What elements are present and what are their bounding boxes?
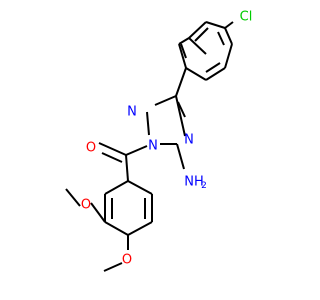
nitrogen-label: N	[127, 105, 137, 120]
bond	[224, 43, 233, 69]
bond	[194, 27, 209, 42]
bond	[101, 152, 123, 163]
bond	[205, 67, 226, 81]
amine-label: NH	[184, 175, 204, 190]
bond	[178, 37, 190, 45]
chlorine-label: Cl	[240, 10, 253, 25]
bond	[205, 62, 221, 73]
bond	[177, 101, 186, 118]
bond	[176, 143, 185, 170]
atom-label-layer: Cl N N N NH 2 O O O	[81, 10, 252, 268]
bond	[103, 262, 123, 272]
bond	[65, 188, 81, 207]
oxygen-label: O	[81, 198, 91, 213]
oxygen-label: O	[86, 141, 96, 156]
bond	[188, 37, 207, 55]
chemical-structure: Cl N N N NH 2 O O O	[65, 10, 252, 272]
bond	[224, 27, 233, 45]
bond	[180, 43, 187, 59]
bond	[125, 154, 129, 182]
bond	[175, 67, 187, 97]
bond	[146, 111, 150, 136]
bond	[127, 180, 153, 195]
bond	[125, 145, 148, 156]
bond	[127, 221, 153, 236]
bond	[205, 21, 226, 29]
bond	[188, 21, 207, 39]
bond	[154, 95, 177, 106]
bond	[217, 31, 225, 46]
bond	[104, 221, 129, 236]
bond	[178, 43, 187, 69]
amine-subscript: 2	[201, 181, 207, 191]
bond	[98, 142, 127, 156]
bond	[90, 202, 106, 223]
bond	[224, 21, 234, 29]
oxygen-label: O	[122, 253, 132, 268]
bond	[185, 67, 207, 81]
bond-layer	[65, 21, 234, 272]
nitrogen-label: N	[148, 139, 158, 154]
bond	[104, 180, 129, 195]
nitrogen-label: N	[184, 133, 194, 148]
